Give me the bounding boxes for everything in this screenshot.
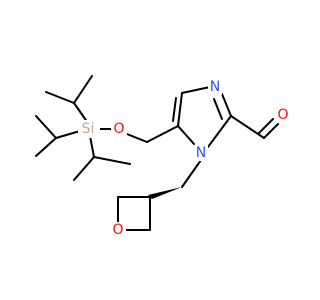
bond <box>207 115 232 148</box>
bond <box>89 135 95 158</box>
bond <box>35 137 57 157</box>
bond <box>181 86 211 94</box>
bond <box>177 92 183 127</box>
oxetane-oxygen-label: O <box>112 222 123 238</box>
ether-oxygen-label: O <box>113 121 124 137</box>
bonds <box>35 75 279 231</box>
bond <box>73 75 93 104</box>
ring-nitrogen-bottom-label: N <box>196 145 206 161</box>
ring-nitrogen-top-label: N <box>210 79 220 95</box>
bond <box>93 156 131 165</box>
bond <box>45 91 75 104</box>
aldehyde-oxygen-label: O <box>277 107 288 123</box>
bond <box>35 115 57 139</box>
bond <box>181 159 202 188</box>
bond <box>55 130 81 139</box>
molecule-structure-diagram: Si O N N O O <box>35 75 291 238</box>
bond <box>221 93 232 117</box>
bond <box>258 118 274 134</box>
bond <box>263 123 279 139</box>
wedge-bond <box>148 187 182 199</box>
bond <box>146 125 179 143</box>
molecule-svg: Si O N N O O <box>35 75 291 238</box>
si-atom-label: Si <box>82 121 95 137</box>
bond <box>126 133 148 143</box>
bond <box>213 98 223 120</box>
bond <box>172 97 177 122</box>
bond <box>73 156 95 181</box>
bond <box>230 115 265 139</box>
bond <box>177 125 195 145</box>
atom-labels: Si O N N O O <box>78 79 291 238</box>
